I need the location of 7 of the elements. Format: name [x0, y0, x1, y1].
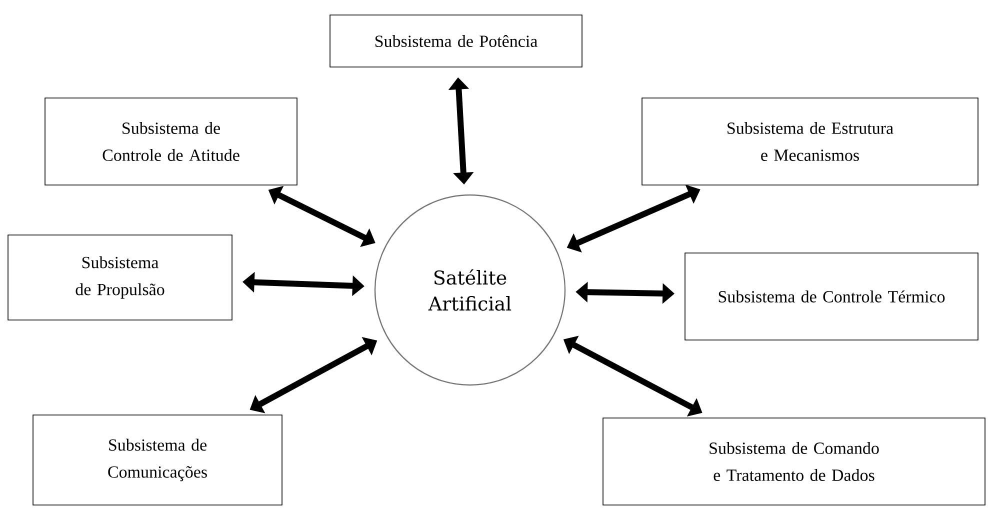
subsystem-box: Subsistema de Estrutura e Mecanismos	[642, 98, 978, 186]
subsystem-box: Subsistema de Controle Térmico	[684, 252, 978, 340]
subsystem-box: Subsistema de Propulsão	[8, 234, 232, 320]
subsystem-box: Subsistema de Comando e Tratamento de Dados	[602, 418, 986, 506]
subsystem-box: Subsistema de Controle de Atitude	[44, 98, 298, 186]
subsystem-box: Subsistema de Comunicações	[32, 414, 282, 506]
subsystem-box: Subsistema de Potência	[330, 14, 582, 68]
